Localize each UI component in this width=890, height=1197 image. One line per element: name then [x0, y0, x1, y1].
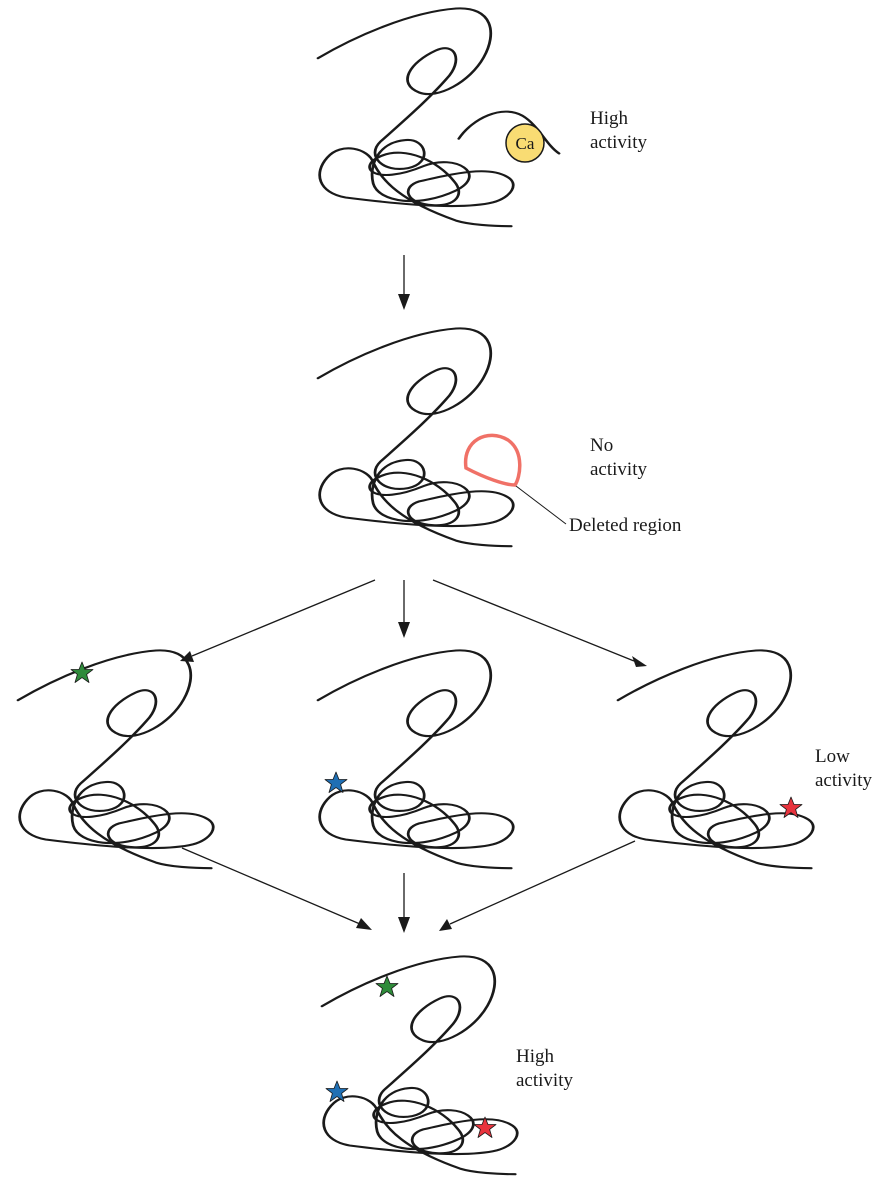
deleted-state-line1: No [590, 435, 613, 456]
protein-mutant-blue [316, 649, 515, 870]
combined-state-line2: activity [516, 1070, 573, 1091]
arrow-to-left-mutant [180, 579, 376, 662]
mutant-state-line2: activity [815, 770, 872, 791]
top-state-line1: High [590, 108, 629, 129]
combined-state-label: High activity [516, 1046, 573, 1091]
deleted-region-leader [515, 485, 567, 525]
combined-state-line1: High [516, 1046, 555, 1067]
arrow-from-center-mutant [398, 873, 410, 933]
arrow-to-right-mutant [432, 579, 647, 667]
mutant-state-line1: Low [815, 746, 850, 767]
arrow-to-center-mutant [398, 580, 410, 638]
protein-wild-type [316, 7, 561, 228]
calcium-label: Ca [516, 134, 535, 153]
deleted-region-label: Deleted region [569, 515, 682, 536]
down-arrow-icon [398, 255, 410, 310]
deleted-state-label: No activity [590, 435, 647, 480]
star-mutation-icon-blue-combined [325, 1080, 349, 1102]
deleted-state-line2: activity [590, 459, 647, 480]
star-mutation-icon-green-combined [375, 975, 399, 997]
protein-mutant-red [616, 649, 815, 870]
calcium-ion-icon: Ca [505, 123, 545, 163]
mutant-state-label: Low activity [815, 746, 872, 791]
top-state-label: High activity [590, 108, 647, 153]
arrow-from-right-mutant [439, 840, 636, 931]
arrow-from-left-mutant [181, 847, 372, 930]
protein-combined [320, 955, 519, 1176]
top-state-line2: activity [590, 132, 647, 153]
deleted-region-loop [463, 433, 522, 487]
star-mutation-icon-blue [324, 771, 348, 793]
protein-mutant-green [16, 649, 215, 870]
